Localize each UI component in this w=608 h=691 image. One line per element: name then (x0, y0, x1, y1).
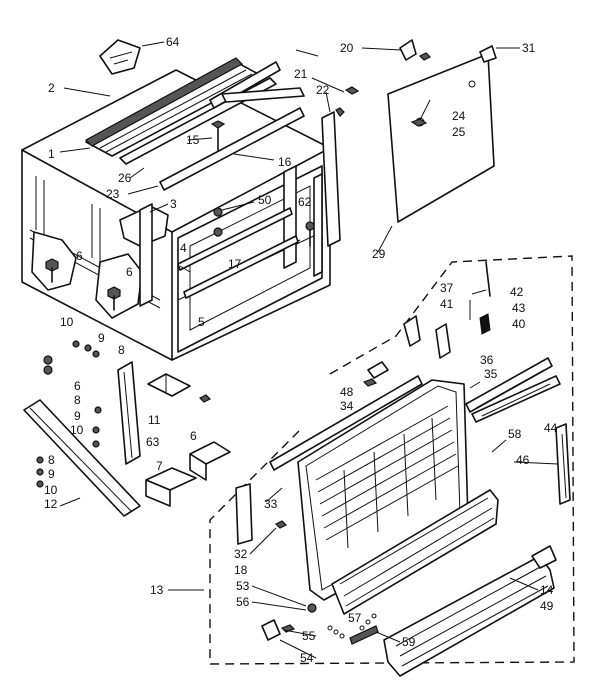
label-part-14: 14 (540, 583, 554, 597)
label-part-35: 35 (484, 367, 498, 381)
label-part-20: 20 (340, 41, 354, 55)
label-part-22: 22 (316, 83, 330, 97)
strip-33 (269, 375, 423, 471)
label-part-10-c: 10 (44, 483, 58, 497)
label-part-48: 48 (340, 385, 354, 399)
label-part-34: 34 (340, 399, 354, 413)
label-part-21: 21 (294, 67, 308, 81)
label-part-41: 41 (440, 297, 454, 311)
label-part-25: 25 (452, 125, 466, 139)
filter-58 (331, 489, 499, 615)
label-part-18: 18 (234, 563, 248, 577)
label-part-8-c: 8 (48, 453, 55, 467)
foam-strip-1 (85, 57, 243, 147)
label-part-3: 3 (170, 197, 177, 211)
label-part-9-a: 9 (98, 331, 105, 345)
label-part-6-b: 6 (126, 265, 133, 279)
label-part-8-a: 8 (118, 343, 125, 357)
part-20-bracket (399, 39, 432, 61)
label-part-26: 26 (118, 171, 132, 185)
label-part-1: 1 (48, 147, 55, 161)
label-part-54: 54 (300, 651, 314, 665)
label-part-9-b: 9 (74, 409, 81, 423)
clips-37-41-40-42 (403, 261, 491, 359)
label-part-40: 40 (512, 317, 526, 331)
label-part-23: 23 (106, 187, 120, 201)
label-part-6-a: 6 (76, 249, 83, 263)
label-part-55: 55 (302, 629, 316, 643)
cabinet-housing (21, 57, 331, 361)
label-part-8-b: 8 (74, 393, 81, 407)
label-part-31: 31 (522, 41, 536, 55)
label-part-16: 16 (278, 155, 292, 169)
label-part-12: 12 (44, 497, 58, 511)
label-part-2: 2 (48, 81, 55, 95)
label-part-53: 53 (236, 579, 250, 593)
label-part-46: 46 (516, 453, 530, 467)
label-part-43: 43 (512, 301, 526, 315)
label-part-64: 64 (166, 35, 180, 49)
label-part-59: 59 (402, 635, 416, 649)
label-part-29: 29 (372, 247, 386, 261)
label-part-13: 13 (150, 583, 164, 597)
label-part-15: 15 (186, 133, 200, 147)
bracket-11 (147, 373, 191, 397)
part-64-bracket (99, 39, 141, 75)
label-part-56: 56 (236, 595, 250, 609)
label-part-7: 7 (156, 459, 163, 473)
leader-lines-lower (59, 289, 559, 659)
label-part-10-a: 10 (60, 315, 74, 329)
label-part-17: 17 (228, 257, 242, 271)
part-number-labels: 64 2 20 31 21 22 24 25 1 15 16 26 23 3 5… (44, 35, 558, 665)
label-part-44: 44 (544, 421, 558, 435)
bracket-7 (117, 361, 141, 465)
foam-blocks-63 (145, 441, 231, 507)
label-part-10-b: 10 (70, 423, 84, 437)
label-part-11: 11 (148, 413, 161, 427)
strip-32 (235, 483, 288, 545)
hardware-stack-left (36, 340, 212, 488)
side-panel-29 (387, 53, 495, 223)
part-22-strip (321, 107, 345, 247)
grille-door-49 (383, 545, 557, 677)
bracket-36-44 (465, 357, 561, 423)
leader-lines (59, 41, 520, 273)
label-part-62: 62 (298, 195, 312, 209)
label-part-4: 4 (180, 241, 187, 255)
label-part-37: 37 (440, 281, 454, 295)
label-part-57: 57 (348, 611, 362, 625)
label-part-5: 5 (198, 315, 205, 329)
mounting-rail-12 (23, 399, 141, 517)
latch-46 (555, 423, 571, 505)
label-part-58: 58 (508, 427, 522, 441)
label-part-36: 36 (480, 353, 494, 367)
label-part-63: 63 (146, 435, 160, 449)
label-part-6-d: 6 (190, 429, 197, 443)
label-part-49: 49 (540, 599, 554, 613)
label-part-33: 33 (264, 497, 278, 511)
knob-48-34 (362, 361, 389, 387)
chain-and-hardware-53-59 (261, 603, 379, 645)
label-part-9-c: 9 (48, 467, 55, 481)
label-part-6-c: 6 (74, 379, 81, 393)
label-part-32: 32 (234, 547, 248, 561)
front-panel-35 (297, 379, 469, 601)
label-part-42: 42 (510, 285, 524, 299)
label-part-24: 24 (452, 109, 466, 123)
label-part-50: 50 (258, 193, 272, 207)
part-31-clip (479, 45, 497, 63)
